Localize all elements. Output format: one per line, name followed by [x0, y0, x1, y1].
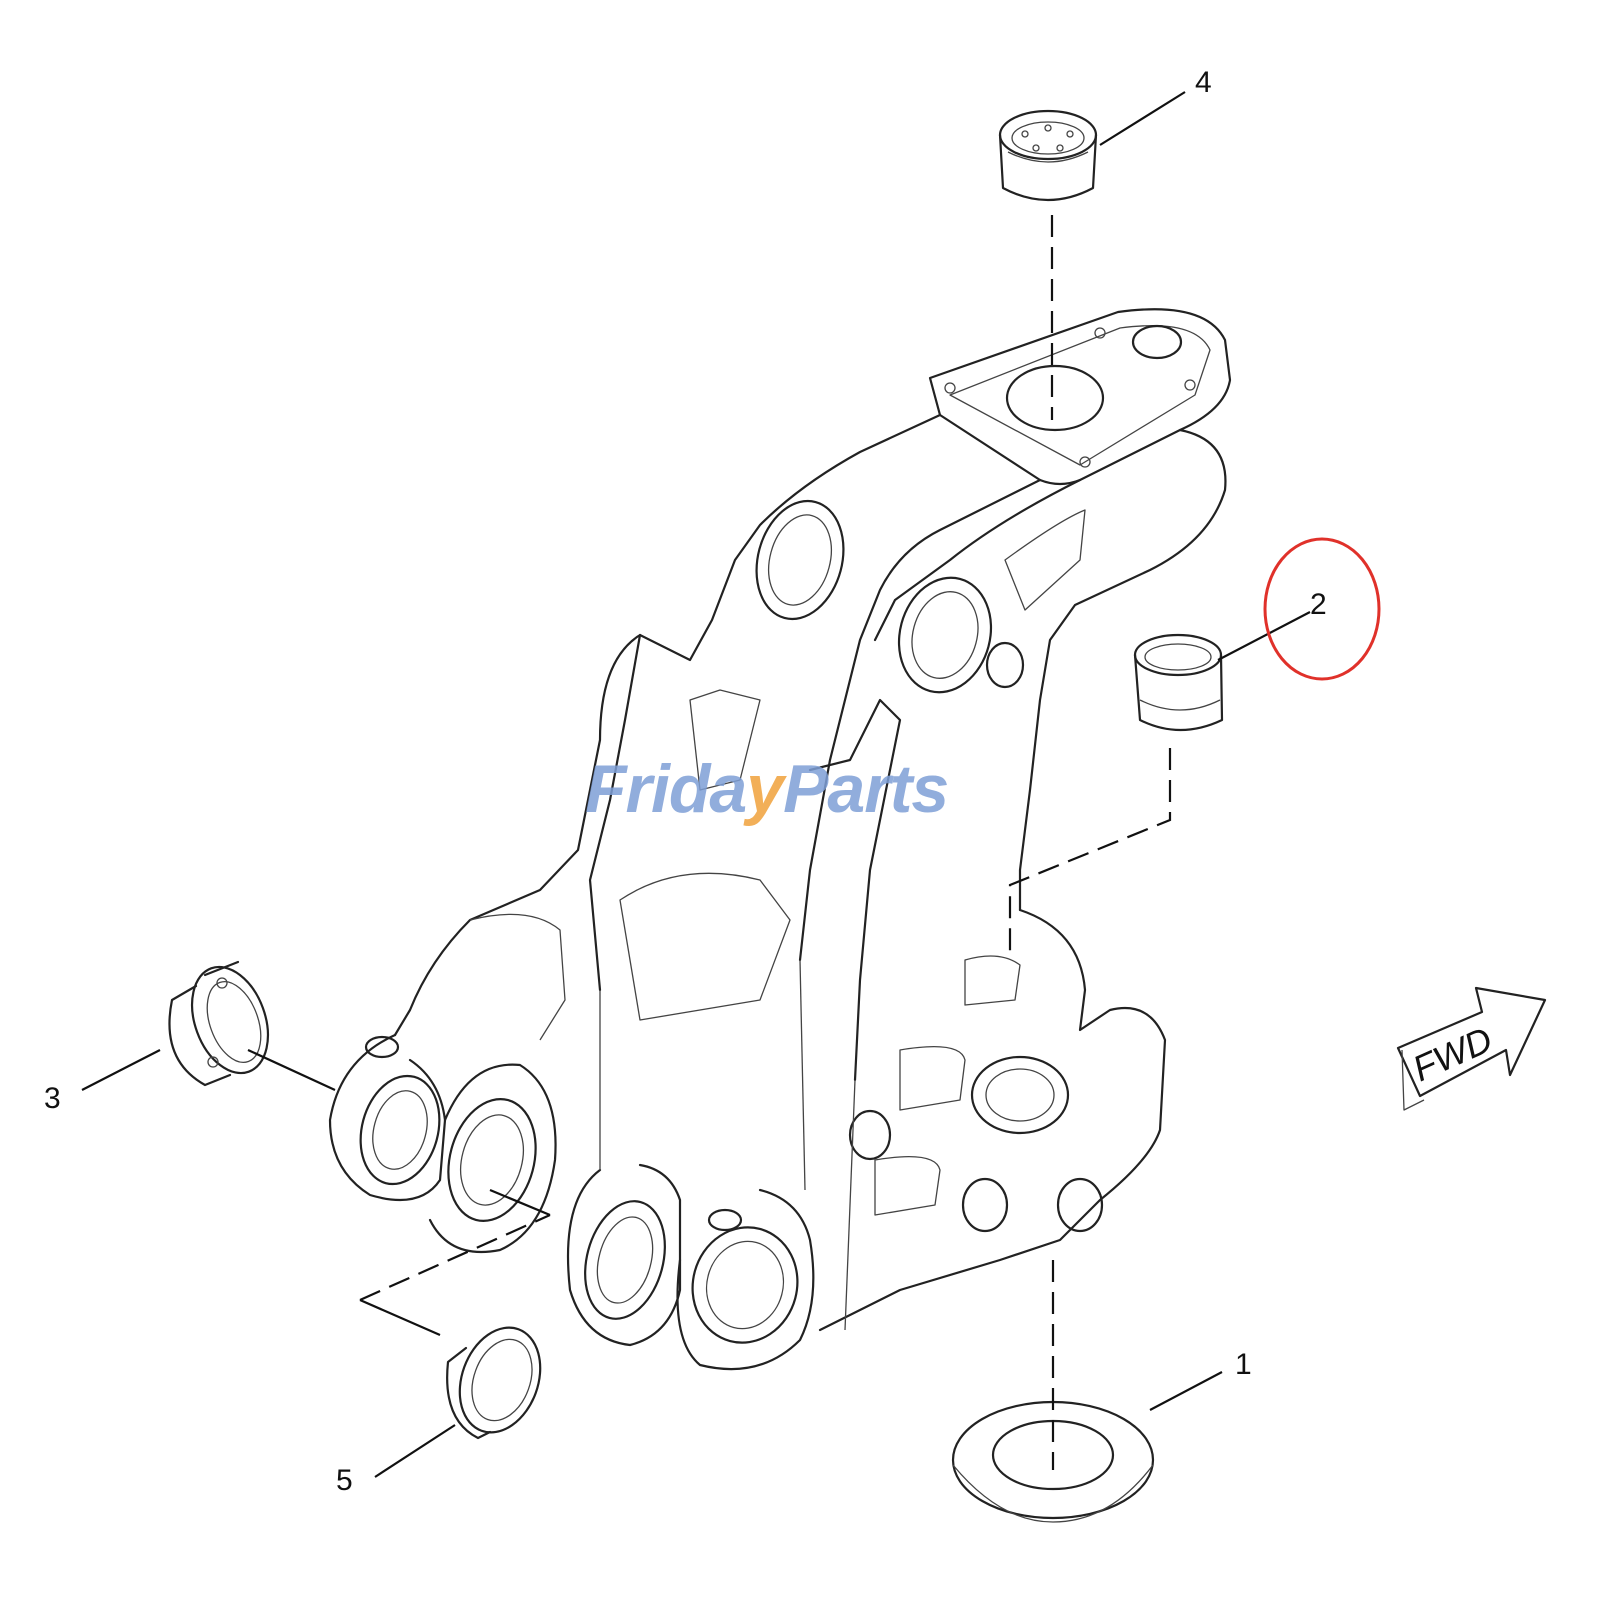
watermark-mark: y	[746, 751, 784, 827]
part-2-bushing	[1133, 633, 1224, 732]
callout-1: 1	[1235, 1348, 1252, 1381]
watermark-right: Parts	[783, 751, 949, 827]
highlight-circle	[1263, 537, 1381, 681]
watermark-logo: FridayParts	[585, 750, 949, 828]
callout-5: 5	[336, 1464, 353, 1497]
assembly-centerlines	[359, 215, 1172, 1470]
leader-lines	[81, 91, 1311, 1478]
callout-3: 3	[44, 1082, 61, 1115]
main-frame	[328, 308, 1232, 1371]
part-4-bushing	[998, 109, 1098, 202]
part-5-bushing	[446, 1326, 542, 1440]
part-3-bushing	[168, 960, 269, 1087]
fwd-direction-arrow: FWD	[1396, 986, 1547, 1111]
callout-2: 2	[1310, 588, 1327, 621]
callout-4: 4	[1195, 66, 1212, 99]
watermark-left: Frida	[585, 751, 747, 827]
